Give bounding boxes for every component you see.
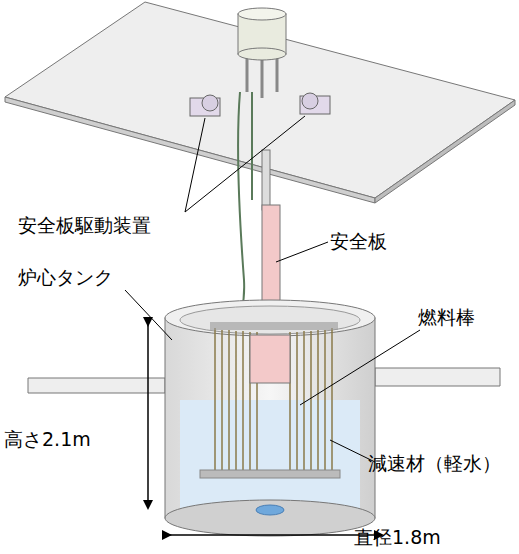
top-platform bbox=[5, 2, 515, 203]
part-label: 直径1.8m bbox=[354, 526, 441, 548]
diameter-dimension bbox=[170, 534, 382, 536]
drive-device bbox=[190, 93, 330, 116]
drive-housing bbox=[238, 8, 286, 98]
part-label: 高さ2.1m bbox=[4, 428, 91, 450]
part-label: 炉心タンク bbox=[18, 266, 113, 288]
height-dimension bbox=[147, 325, 149, 508]
part-label: 燃料棒 bbox=[418, 306, 475, 328]
part-label: 安全板駆動装置 bbox=[18, 214, 151, 236]
part-label: 安全板 bbox=[330, 230, 387, 252]
leader-line bbox=[125, 116, 420, 462]
part-label: 減速材（軽水） bbox=[368, 452, 501, 474]
core-tank bbox=[165, 300, 375, 536]
